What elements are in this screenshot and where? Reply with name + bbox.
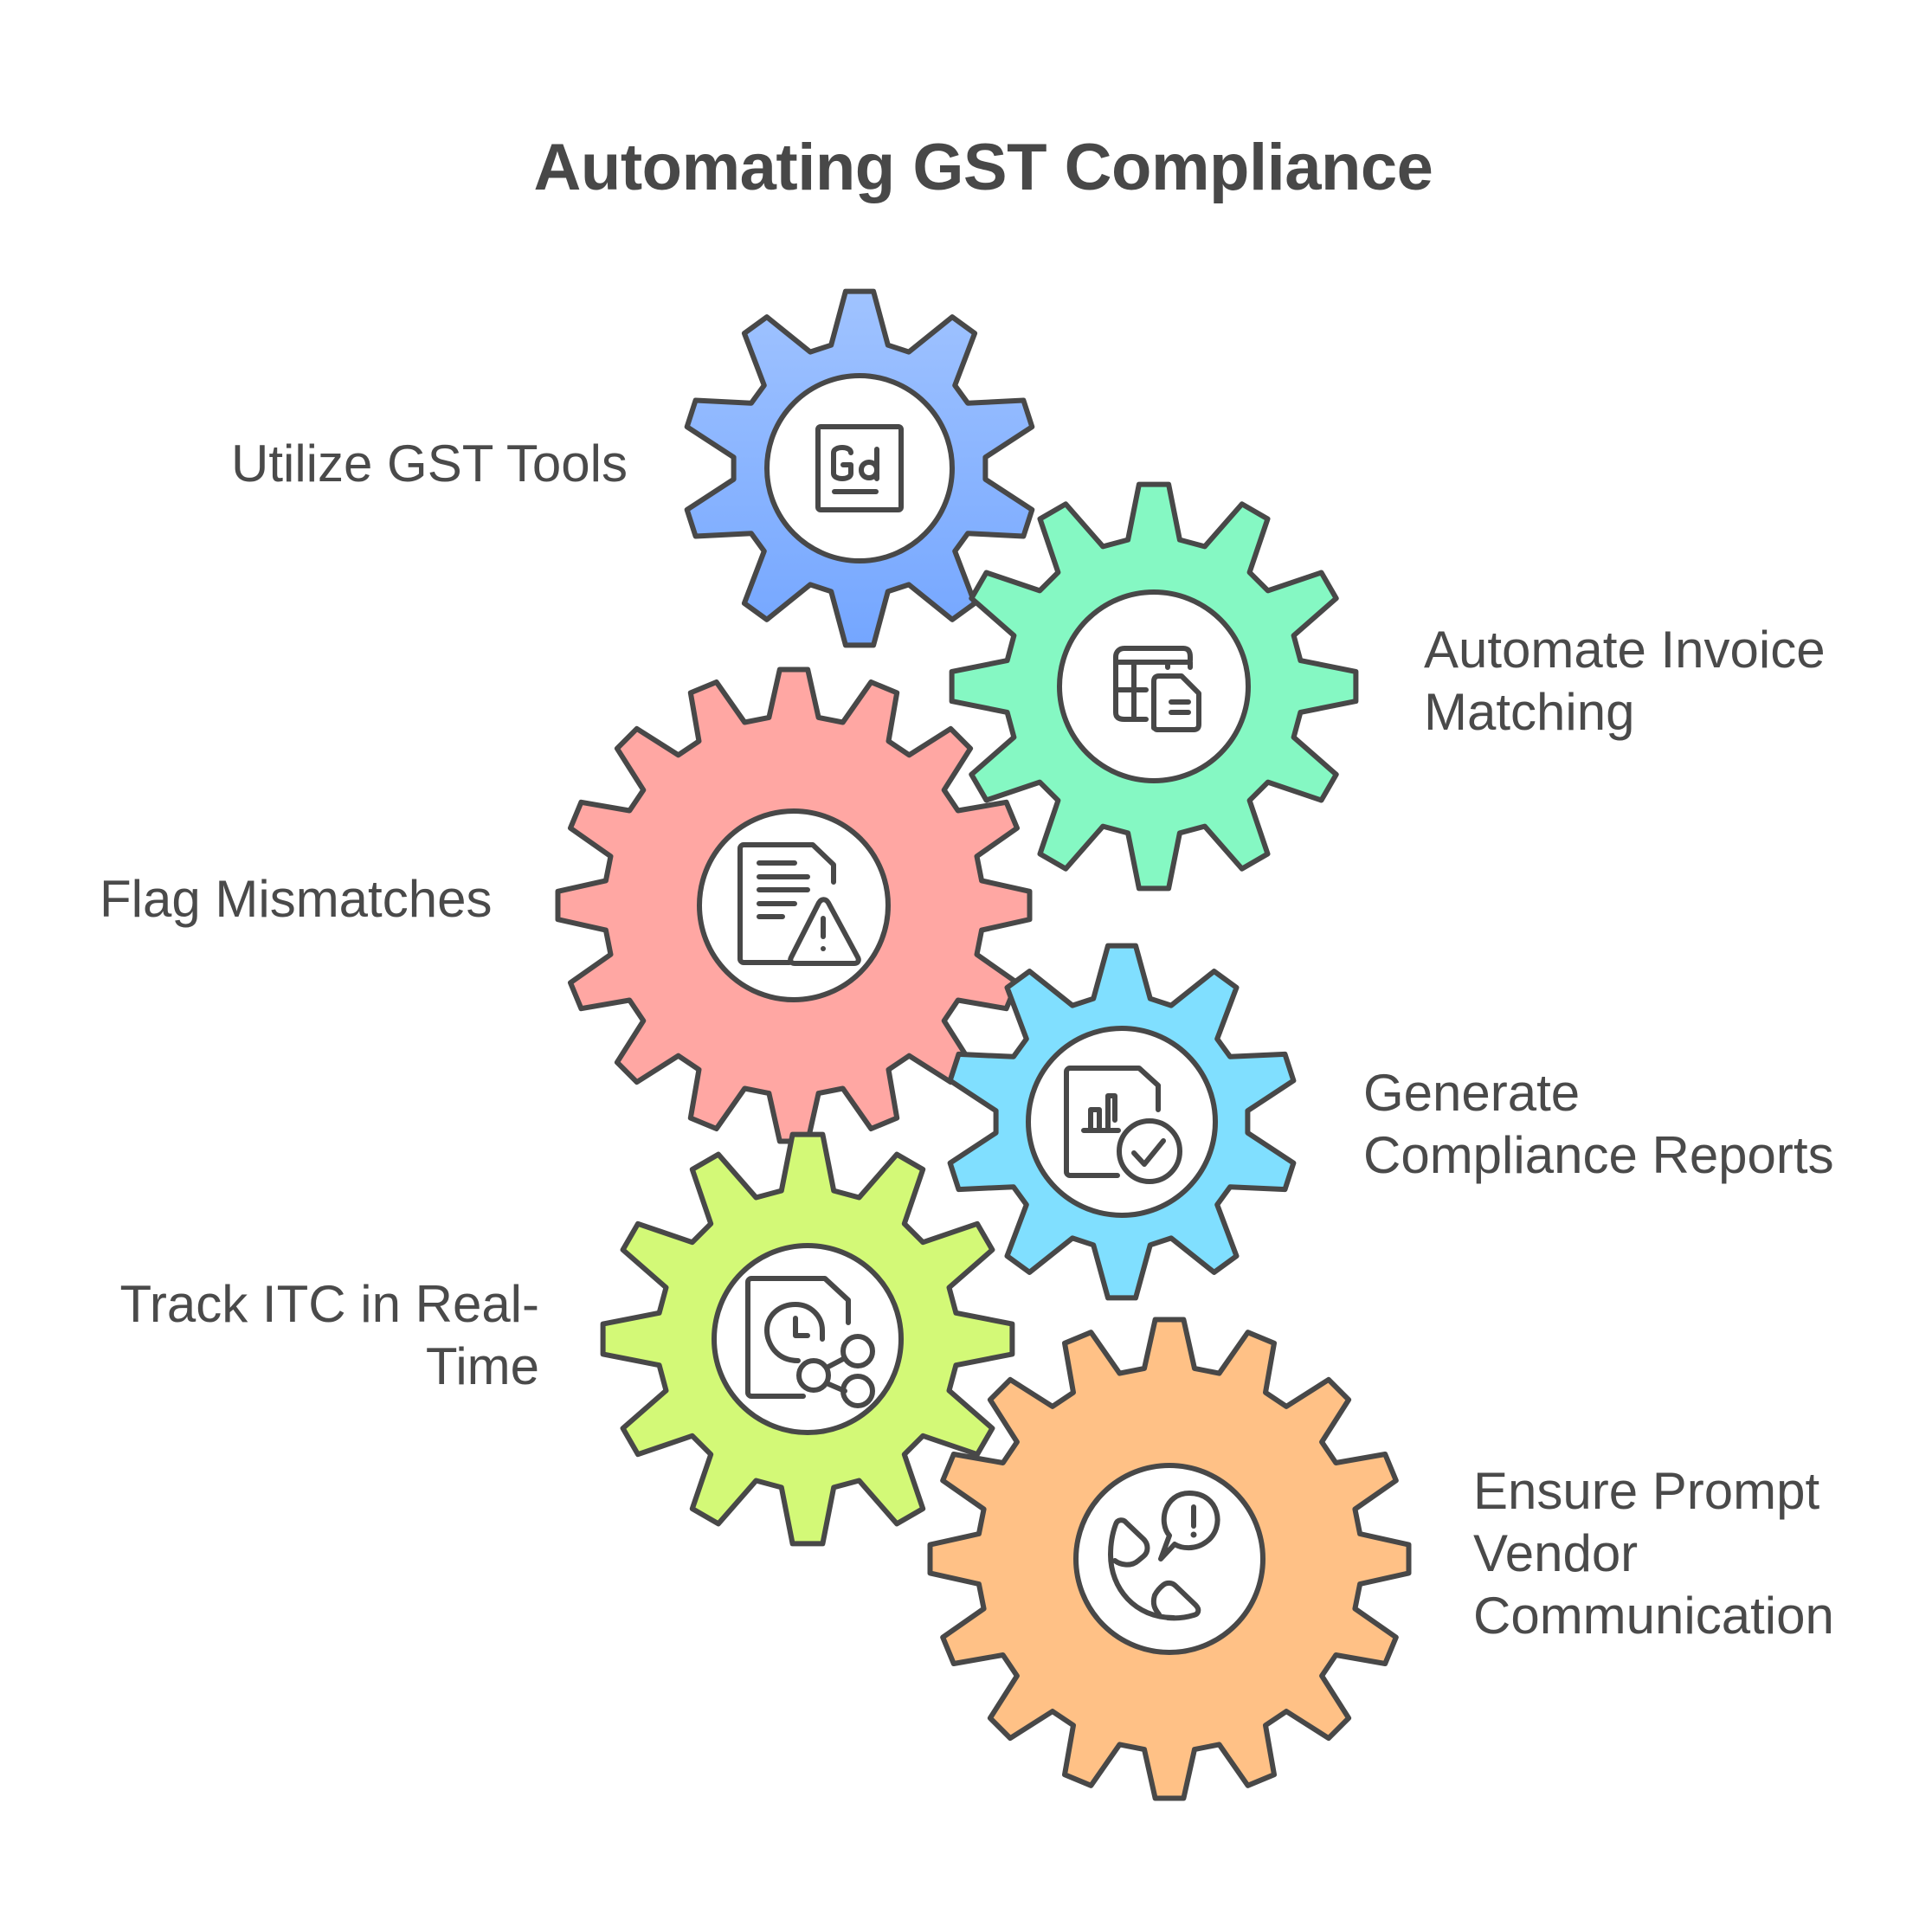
gear-hub-circle [712,1243,904,1435]
page-title: Automating GST Compliance [533,131,1433,204]
label-line: Automate Invoice [1424,621,1826,679]
label-line: Communication [1473,1587,1834,1645]
label-line: Flag Mismatches [100,870,493,928]
gear-hub-circle [1073,1463,1265,1655]
gear-ensure-prompt-vendor-communication [927,1317,1412,1801]
gear-hub-circle [1026,1026,1218,1218]
label-line: Ensure Prompt [1473,1462,1820,1520]
label-line: Compliance Reports [1363,1126,1834,1184]
gear-flag-mismatches [555,666,1033,1144]
gear-automate-invoice-matching [949,481,1359,892]
label-track-itc-real-time: Track ITC in Real-Time [119,1273,539,1398]
label-line: Utilize GST Tools [231,435,628,493]
label-flag-mismatches: Flag Mismatches [100,868,492,931]
gear-generate-compliance-reports [947,943,1297,1301]
label-line: Time [425,1337,539,1395]
label-line: Matching [1424,683,1635,741]
gear-track-itc-real-time [600,1131,1015,1547]
gear-utilize-gst-tools [684,288,1035,648]
label-line: Vendor [1473,1524,1639,1582]
label-utilize-gst-tools: Utilize GST Tools [231,433,628,495]
label-line: Track ITC in Real- [119,1275,539,1333]
label-line: Generate [1363,1064,1581,1122]
